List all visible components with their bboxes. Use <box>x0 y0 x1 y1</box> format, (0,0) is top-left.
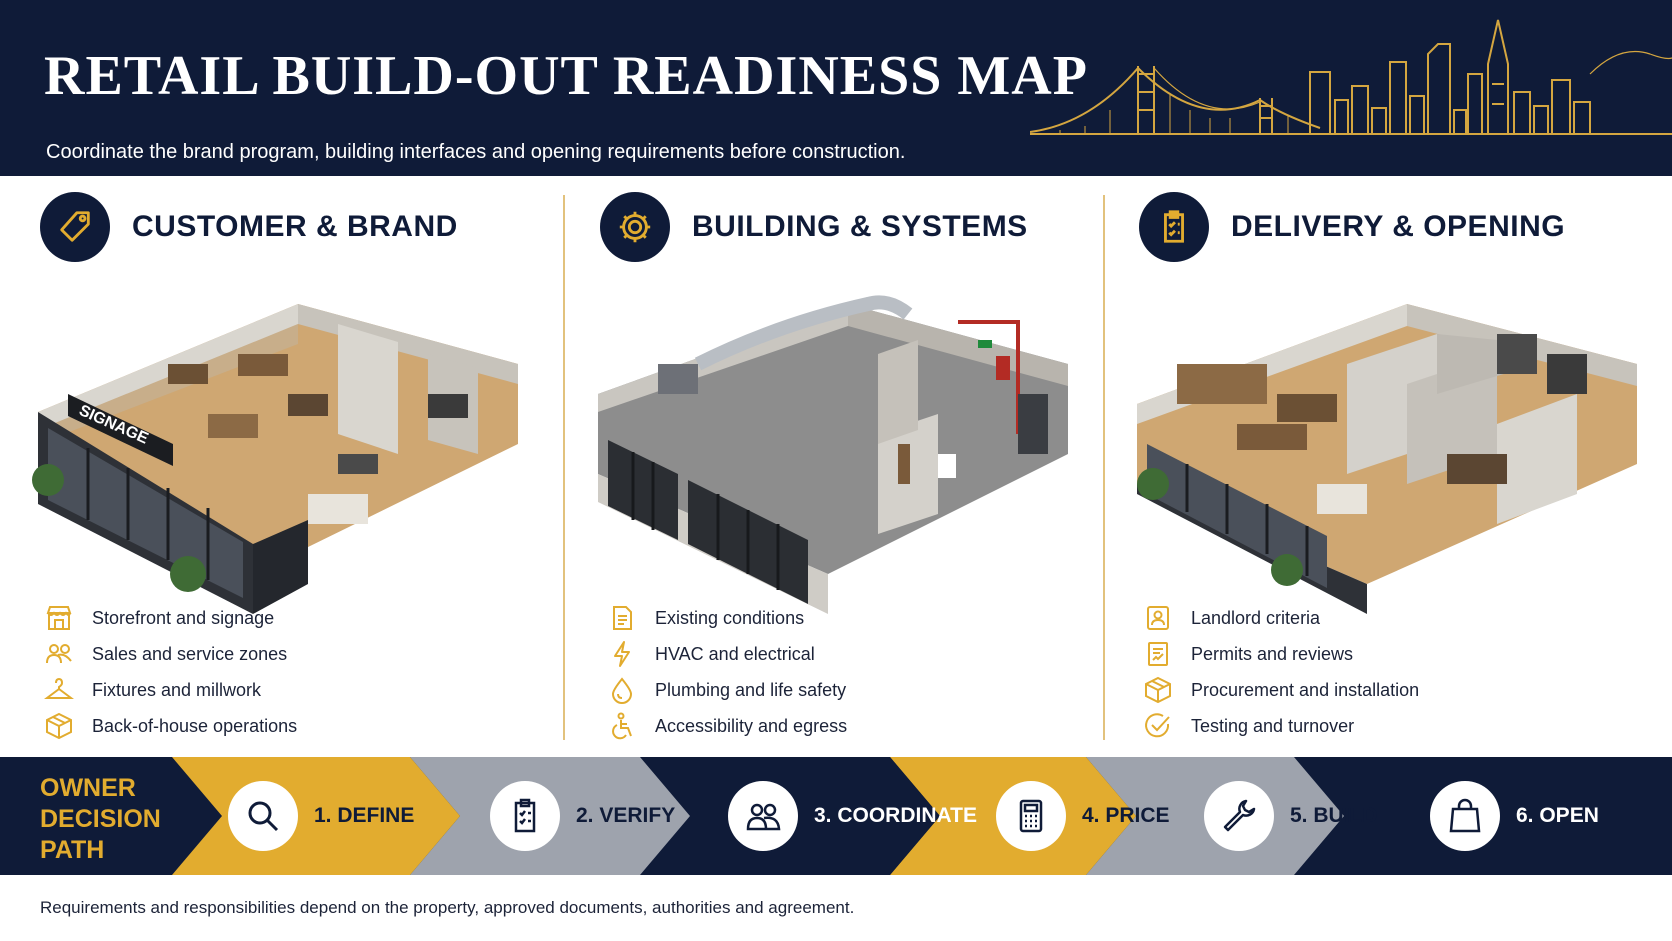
list-item: Procurement and installation <box>1141 672 1419 708</box>
lightning-icon <box>605 637 639 671</box>
wrench-icon <box>1204 781 1274 851</box>
delivery-floorplan-illustration <box>1137 304 1637 614</box>
step-label: 4. PRICE <box>1082 804 1170 827</box>
column-divider <box>563 195 565 740</box>
list-item: Plumbing and life safety <box>605 672 847 708</box>
clipboard-list-icon <box>490 781 560 851</box>
column-item-list: Landlord criteria Permits and reviews Pr… <box>1141 600 1419 744</box>
list-item: Fixtures and millwork <box>42 672 297 708</box>
person-badge-icon <box>1141 601 1175 635</box>
list-item: Sales and service zones <box>42 636 297 672</box>
page-subtitle: Coordinate the brand program, building i… <box>46 141 906 163</box>
step-open: 6. OPEN <box>1430 774 1599 858</box>
column-title: CUSTOMER & BRAND <box>132 210 458 243</box>
people-icon <box>42 637 76 671</box>
list-item: Existing conditions <box>605 600 847 636</box>
storefront-floorplan-illustration: SIGNAGE <box>32 304 518 614</box>
list-item: Testing and turnover <box>1141 708 1419 744</box>
column-title: BUILDING & SYSTEMS <box>692 210 1028 243</box>
column-building-systems: BUILDING & SYSTEMS Existing conditions <box>563 176 1103 756</box>
step-define: 1. DEFINE <box>228 774 414 858</box>
box-icon <box>1141 673 1175 707</box>
list-item: Landlord criteria <box>1141 600 1419 636</box>
column-header: CUSTOMER & BRAND <box>40 192 458 262</box>
step-label: 5. BUILD <box>1290 804 1378 827</box>
column-delivery-opening: DELIVERY & OPENING Landlord criteria <box>1103 176 1672 756</box>
hanger-icon <box>42 673 76 707</box>
column-header: BUILDING & SYSTEMS <box>600 192 1028 262</box>
storefront-icon <box>42 601 76 635</box>
list-item: Storefront and signage <box>42 600 297 636</box>
column-item-list: Storefront and signage Sales and service… <box>42 600 297 744</box>
step-verify: 2. VERIFY <box>490 774 675 858</box>
step-coordinate: 3. COORDINATE <box>728 774 977 858</box>
permit-doc-icon <box>1141 637 1175 671</box>
step-label: 1. DEFINE <box>314 804 415 827</box>
building-systems-illustration <box>598 295 1068 614</box>
column-divider <box>1103 195 1105 740</box>
gear-icon <box>600 192 670 262</box>
document-icon <box>605 601 639 635</box>
step-price: 4. PRICE <box>996 774 1170 858</box>
step-label: 3. COORDINATE <box>814 804 977 827</box>
list-item: Permits and reviews <box>1141 636 1419 672</box>
people-icon <box>728 781 798 851</box>
shopping-bag-icon <box>1430 781 1500 851</box>
step-label: 2. VERIFY <box>576 804 676 827</box>
column-item-list: Existing conditions HVAC and electrical … <box>605 600 847 744</box>
list-item: Back-of-house operations <box>42 708 297 744</box>
page-title: RETAIL BUILD-OUT READINESS MAP <box>44 45 1088 107</box>
column-header: DELIVERY & OPENING <box>1139 192 1565 262</box>
decision-path-title: OWNER DECISION PATH <box>40 774 161 864</box>
list-item: HVAC and electrical <box>605 636 847 672</box>
list-item: Accessibility and egress <box>605 708 847 744</box>
column-title: DELIVERY & OPENING <box>1231 210 1566 243</box>
city-skyline-illustration <box>1030 19 1672 135</box>
tag-icon <box>40 192 110 262</box>
header-banner: RETAIL BUILD-OUT READINESS MAP Coordinat… <box>0 0 1672 176</box>
step-build: 5. BUILD <box>1204 774 1378 858</box>
drop-icon <box>605 673 639 707</box>
check-circle-icon <box>1141 709 1175 743</box>
calculator-icon <box>996 781 1066 851</box>
footnote: Requirements and responsibilities depend… <box>40 898 855 917</box>
column-customer-brand: CUSTOMER & BRAND SIGNAGE <box>0 176 563 756</box>
decision-path-band: OWNER DECISION PATH 1. DEFINE 2. VERIFY … <box>0 757 1672 875</box>
wheelchair-icon <box>605 709 639 743</box>
search-icon <box>228 781 298 851</box>
box-icon <box>42 709 76 743</box>
step-label: 6. OPEN <box>1516 804 1599 827</box>
clipboard-check-icon <box>1139 192 1209 262</box>
